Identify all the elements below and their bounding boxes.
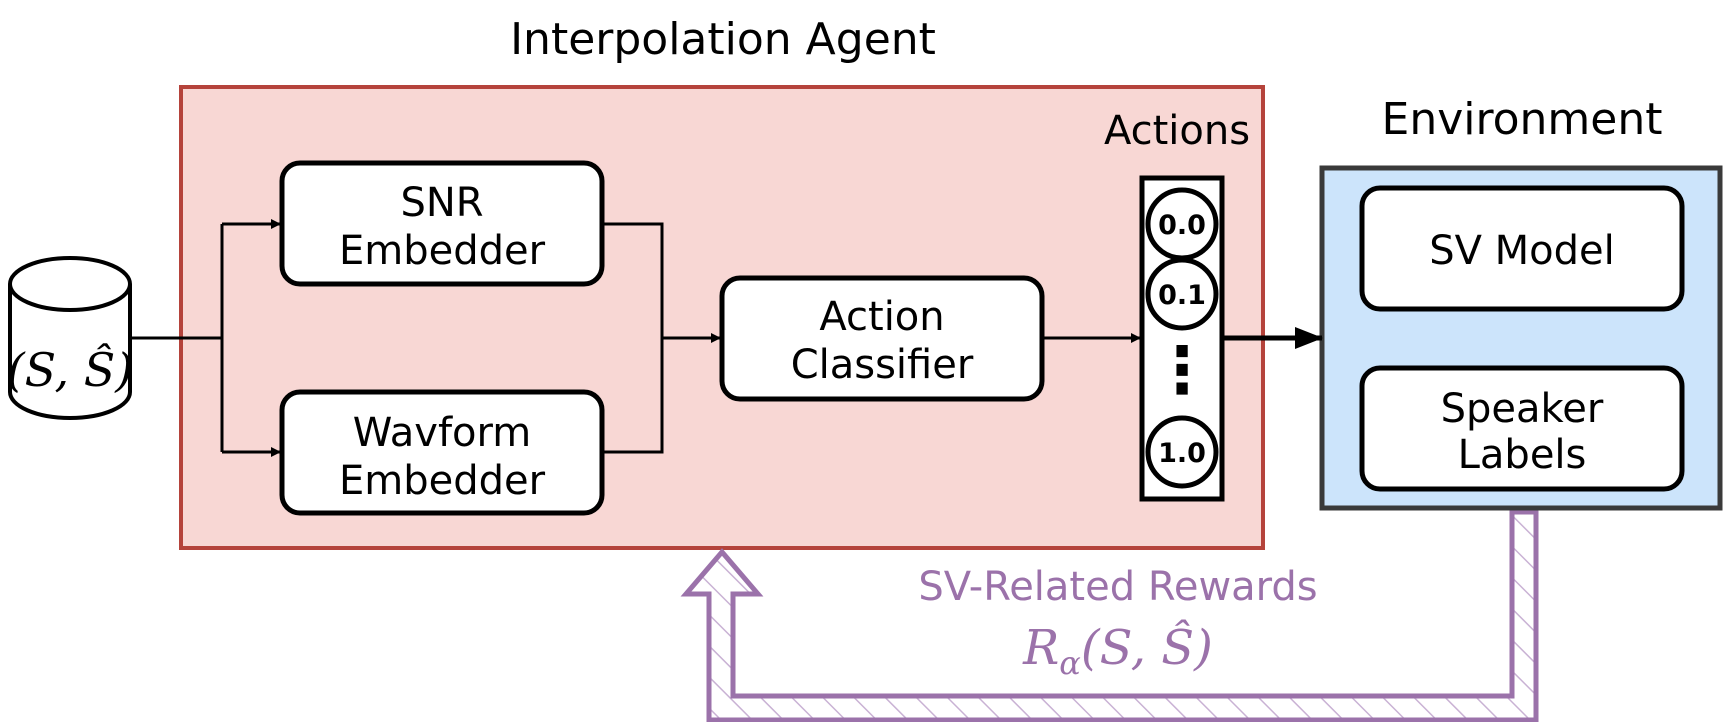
reward-feedback-arrow bbox=[680, 509, 1539, 722]
action-classifier-label-line1: Action bbox=[819, 294, 944, 340]
snr-embedder-label-line2: Embedder bbox=[339, 228, 546, 274]
sv-model-label: SV Model bbox=[1429, 228, 1615, 274]
dataset-cylinder: (S, Ŝ) bbox=[7, 256, 134, 420]
speaker-labels-box bbox=[1359, 365, 1685, 492]
actions-label: Actions bbox=[1104, 108, 1250, 154]
action-classifier-label-line2: Classifier bbox=[791, 342, 974, 388]
connectors bbox=[130, 219, 1141, 457]
action-ellipsis: ⋮ bbox=[1150, 334, 1214, 408]
action-classifier-box bbox=[719, 275, 1045, 402]
rewards-formula-args: (S, Ŝ) bbox=[1081, 618, 1213, 676]
rewards-label: SV-Related Rewards bbox=[918, 564, 1317, 610]
action-value-label: 1.0 bbox=[1158, 438, 1206, 469]
wavform-embedder-label-line2: Embedder bbox=[339, 458, 546, 504]
action-value-circle bbox=[1145, 257, 1219, 331]
wavform-embedder-label-line1: Wavform bbox=[353, 410, 531, 456]
action-value-circle bbox=[1145, 415, 1219, 489]
diagram-title: Interpolation Agent bbox=[510, 14, 936, 65]
wavform-embedder-box bbox=[279, 389, 605, 516]
dataset-label: (S, Ŝ) bbox=[7, 342, 134, 397]
snr-embedder-label-line1: SNR bbox=[400, 180, 483, 226]
action-value-label: 0.0 bbox=[1158, 210, 1206, 241]
rewards-formula-main: R bbox=[1022, 620, 1059, 676]
rewards-formula: Rα(S, Ŝ) bbox=[1022, 618, 1213, 682]
rewards-formula-subscript: α bbox=[1059, 644, 1081, 682]
environment-title: Environment bbox=[1382, 94, 1663, 145]
sv-model-box bbox=[1359, 185, 1685, 312]
action-value-label: 0.1 bbox=[1158, 280, 1206, 311]
snr-embedder-box bbox=[279, 160, 605, 287]
speaker-labels-label-line2: Labels bbox=[1458, 432, 1587, 478]
speaker-labels-label-line1: Speaker bbox=[1441, 386, 1604, 432]
